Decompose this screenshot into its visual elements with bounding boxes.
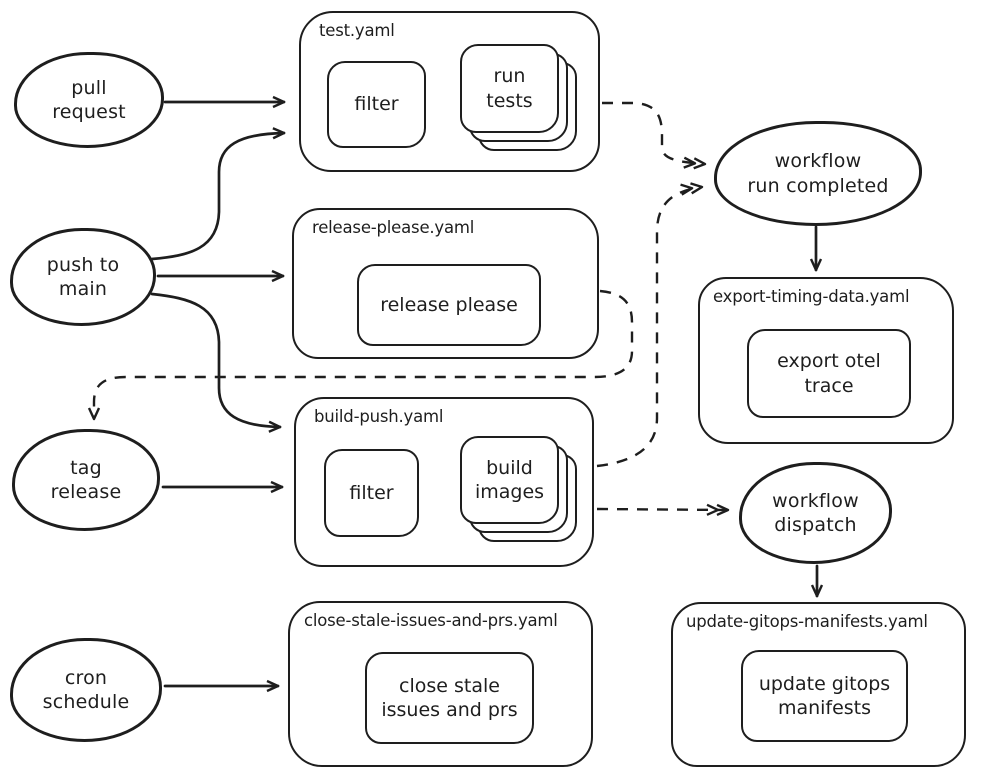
workflow-dispatch-label: workflow dispatch [772,489,859,536]
cron-schedule-label: cron schedule [42,666,130,713]
export-otel-trace-step: export otel trace [747,329,911,418]
push-to-main-label: push to main [46,253,120,300]
edge-push-to-main-to-test-yaml [150,127,286,261]
node-tag-release: tag release [12,429,160,531]
build-push-filter-label: filter [349,481,394,504]
workflow-export-timing-yaml: export-timing-data.yaml export otel trac… [698,277,954,444]
workflow-run-completed-label: workflow run completed [747,150,889,197]
edge-push-to-main-to-build-push-yaml [150,292,282,433]
edge-build-push-yaml-to-workflow-dispatch [596,503,730,517]
node-pull-request: pull request [14,52,164,148]
node-workflow-run-completed: workflow run completed [714,121,922,226]
pull-request-label: pull request [52,76,126,123]
close-stale-step: close stale issues and prs [365,652,534,744]
build-push-yaml-title: build-push.yaml [314,407,444,426]
node-workflow-dispatch: workflow dispatch [739,462,892,564]
build-push-filter-step: filter [324,449,419,537]
workflow-test-yaml: test.yaml filter run tests [299,11,600,172]
edge-release-please-yaml-to-tag-release [87,289,634,421]
test-yaml-title: test.yaml [319,21,395,40]
workflow-release-please-yaml: release-please.yaml release please [292,208,599,359]
update-gitops-label: update gitops manifests [758,672,891,719]
node-cron-schedule: cron schedule [10,638,162,742]
workflow-close-stale-yaml: close-stale-issues-and-prs.yaml close st… [288,601,593,767]
test-filter-step: filter [327,61,426,148]
edge-build-push-yaml-to-workflow-run-completed [596,182,704,468]
run-tests-label: run tests [486,65,533,112]
node-push-to-main: push to main [10,228,156,326]
workflow-update-gitops-yaml: update-gitops-manifests.yaml update gito… [671,602,966,767]
build-images-stack: build images [460,436,578,551]
export-otel-trace-label: export otel trace [777,350,881,397]
close-stale-yaml-title: close-stale-issues-and-prs.yaml [304,611,558,630]
release-please-label: release please [380,293,518,316]
tag-release-label: tag release [50,456,122,503]
test-filter-label: filter [354,93,399,116]
test-run-tests-step: run tests [460,44,559,133]
close-stale-label: close stale issues and prs [381,674,518,721]
update-gitops-yaml-title: update-gitops-manifests.yaml [686,612,928,631]
edge-test-yaml-to-workflow-run-completed [602,101,707,170]
export-timing-yaml-title: export-timing-data.yaml [713,287,910,306]
release-please-yaml-title: release-please.yaml [312,218,475,237]
build-images-step: build images [460,436,559,524]
test-run-tests-stack: run tests [460,44,578,164]
build-images-label: build images [474,456,545,503]
workflow-build-push-yaml: build-push.yaml filter build images [294,397,594,567]
release-please-step: release please [357,264,541,346]
update-gitops-step: update gitops manifests [741,650,908,742]
